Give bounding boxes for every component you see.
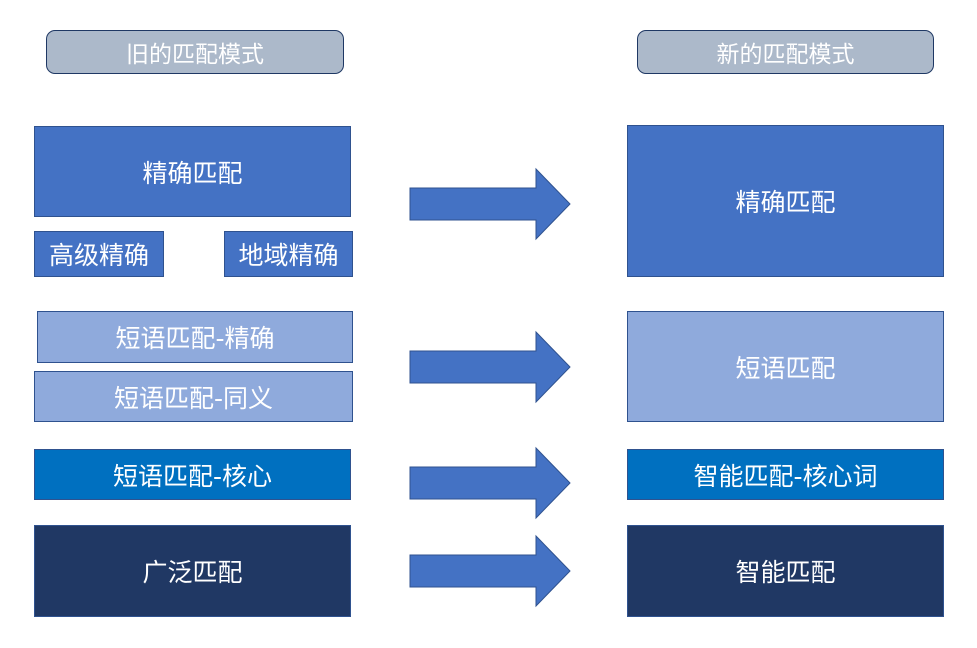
arrow-phrase <box>409 330 571 404</box>
old-geo-exact: 地域精确 <box>224 231 353 277</box>
old-broad-match: 广泛匹配 <box>34 525 351 617</box>
old-exact-match: 精确匹配 <box>34 126 351 217</box>
old-phrase-synonym: 短语匹配-同义 <box>34 371 353 422</box>
old-phrase-core: 短语匹配-核心 <box>34 449 351 500</box>
new-modes-header: 新的匹配模式 <box>637 30 934 74</box>
new-smart-core-match: 智能匹配-核心词 <box>627 449 944 500</box>
old-modes-header: 旧的匹配模式 <box>46 30 344 74</box>
new-phrase-match: 短语匹配 <box>627 311 944 422</box>
old-phrase-exact: 短语匹配-精确 <box>37 311 353 363</box>
arrow-broad <box>409 534 571 608</box>
old-advanced-exact: 高级精确 <box>34 231 164 277</box>
new-exact-match: 精确匹配 <box>627 125 944 277</box>
arrow-core <box>409 446 571 520</box>
new-smart-match: 智能匹配 <box>627 525 944 617</box>
arrow-exact <box>409 167 571 241</box>
